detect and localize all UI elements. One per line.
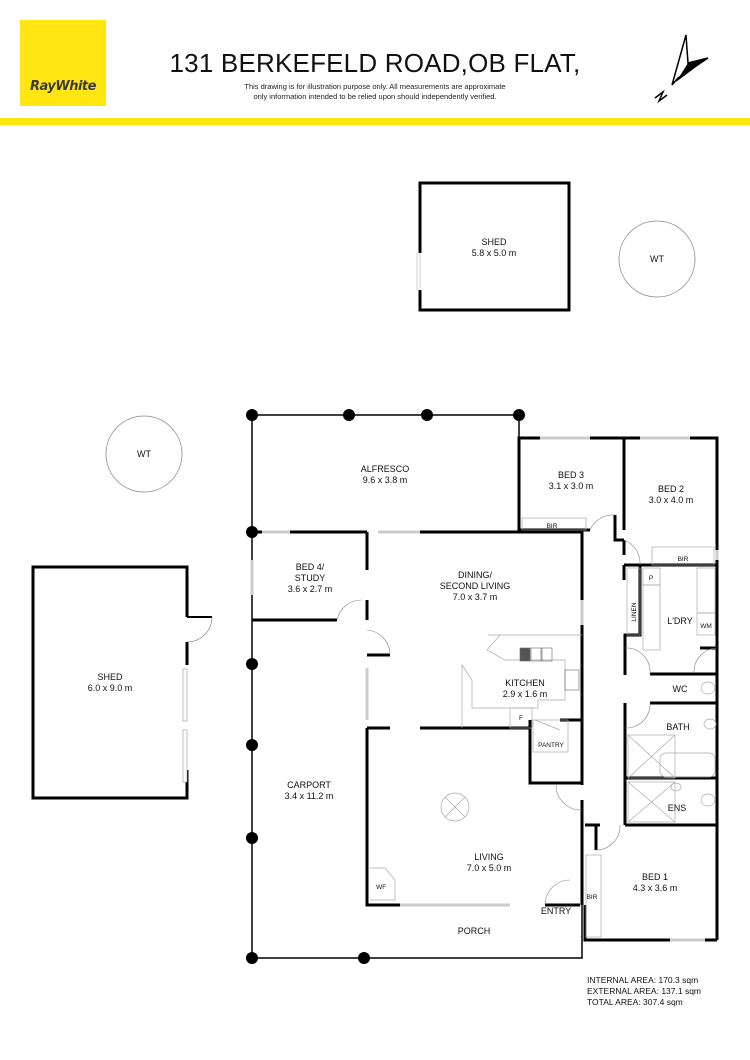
internal-area: INTERNAL AREA: 170.3 sqm — [587, 975, 699, 985]
disclaimer: This drawing is for illustration purpose… — [200, 82, 550, 102]
area-summary: INTERNAL AREA: 170.3 sqm EXTERNAL AREA: … — [587, 975, 701, 1008]
label-shed-top: SHED — [481, 237, 507, 247]
label-bed1: BED 1 — [642, 872, 668, 882]
label-ens: ENS — [668, 803, 687, 813]
label-linen: LINEN — [631, 602, 638, 621]
page-title: 131 BERKEFELD ROAD,OB FLAT, — [169, 48, 581, 78]
label-entry: ENTRY — [541, 906, 571, 916]
size-kitchen: 2.9 x 1.6 m — [503, 689, 548, 699]
disclaimer-line-2: only information intended to be relied u… — [253, 92, 497, 101]
label-laundry: L'DRY — [667, 616, 693, 626]
posts — [246, 409, 525, 964]
size-bed3: 3.1 x 3.0 m — [549, 481, 594, 491]
label-bed2: BED 2 — [658, 484, 684, 494]
size-bed4: 3.6 x 2.7 m — [288, 584, 333, 594]
label-kitchen: KITCHEN — [505, 678, 545, 688]
size-shed-top: 5.8 x 5.0 m — [472, 248, 517, 258]
label-carport: CARPORT — [287, 780, 331, 790]
external-area: EXTERNAL AREA: 137.1 sqm — [587, 986, 702, 996]
size-dining: 7.0 x 3.7 m — [453, 592, 498, 602]
label-wm: WM — [700, 623, 712, 630]
size-alfresco: 9.6 x 3.8 m — [363, 475, 408, 485]
label-alfresco: ALFRESCO — [361, 464, 410, 474]
label-wt-top: WT — [650, 254, 664, 264]
label-bed4: BED 4/ — [296, 562, 325, 572]
label-study: STUDY — [295, 573, 326, 583]
label-living: LIVING — [474, 852, 504, 862]
size-shed-left: 6.0 x 9.0 m — [88, 683, 133, 693]
label-bed3-bir: BIR — [547, 523, 558, 530]
label-bed1-bir: BIR — [587, 894, 598, 901]
label-bed3: BED 3 — [558, 470, 584, 480]
disclaimer-line-1: This drawing is for illustration purpose… — [244, 82, 506, 91]
label-shed-left: SHED — [97, 672, 123, 682]
size-bed2: 3.0 x 4.0 m — [649, 495, 694, 505]
label-wt-left: WT — [137, 449, 151, 459]
header-divider — [0, 118, 750, 125]
label-pantry-small: P — [649, 575, 653, 582]
ray-white-logo: RayWhite — [20, 20, 106, 106]
size-carport: 3.4 x 11.2 m — [285, 791, 334, 801]
label-bed2-bir: BIR — [678, 556, 689, 563]
north-arrow-icon — [654, 34, 709, 104]
size-living: 7.0 x 5.0 m — [467, 863, 512, 873]
label-bath: BATH — [666, 722, 689, 732]
label-wc: WC — [673, 684, 688, 694]
label-second-living: SECOND LIVING — [440, 581, 511, 591]
label-porch: PORCH — [458, 926, 491, 936]
label-dining: DINING/ — [458, 570, 493, 580]
logo-text: RayWhite — [30, 79, 96, 94]
label-fridge: F — [519, 715, 523, 722]
total-area: TOTAL AREA: 307.4 sqm — [587, 997, 683, 1007]
label-pantry: PANTRY — [538, 742, 564, 749]
label-wf: WF — [376, 884, 386, 891]
size-bed1: 4.3 x 3.6 m — [633, 883, 678, 893]
